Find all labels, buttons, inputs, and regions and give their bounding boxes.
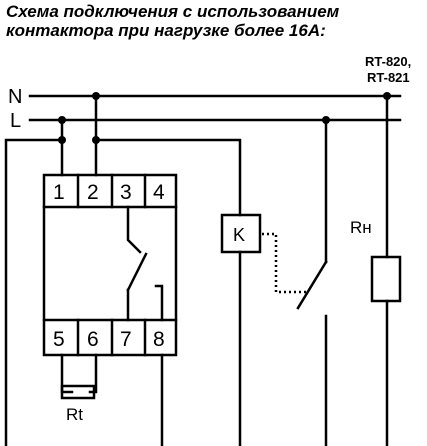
terminal-label-2: 2	[87, 181, 99, 204]
junction-dot	[58, 116, 66, 124]
sensor-wire-right	[88, 353, 98, 394]
load-resistor	[370, 255, 402, 303]
label-phase: L	[10, 110, 21, 132]
junction-dot	[322, 116, 330, 124]
terminal-label-5: 5	[53, 328, 65, 351]
label-neutral: N	[8, 86, 22, 108]
wire-coil-top	[94, 138, 242, 217]
wire-left-loop	[4, 138, 64, 446]
terminal-label-7: 7	[120, 328, 132, 351]
mechanical-link-dotted	[262, 232, 306, 294]
junction-dot	[92, 136, 100, 144]
junction-dot	[58, 136, 66, 144]
junction-dot	[383, 92, 391, 100]
terminal-label-1: 1	[53, 181, 65, 204]
junction-dot	[92, 92, 100, 100]
sensor-rt-resistor	[60, 384, 96, 400]
sensor-label: Rt	[66, 405, 83, 424]
title-line-1: Схема подключения с использованием	[6, 2, 340, 21]
relay-contact-switch	[126, 252, 148, 292]
terminal-label-3: 3	[120, 181, 132, 204]
terminal-label-8: 8	[153, 328, 165, 351]
device-models-line-1: RT-820,	[365, 54, 411, 69]
contactor-coil	[220, 213, 262, 254]
terminal-label-6: 6	[87, 328, 99, 351]
relay-body	[42, 173, 178, 357]
contactor-main-contact	[296, 260, 328, 310]
load-label: Rн	[350, 218, 372, 237]
device-models-line-2: RT-821	[367, 70, 410, 85]
contactor-coil-label: K	[233, 225, 245, 245]
relay-contact-bottom	[154, 284, 164, 322]
terminal-label-4: 4	[153, 181, 165, 204]
relay-contact-top	[126, 205, 142, 254]
title-line-2: контактора при нагрузке более 16А:	[6, 21, 326, 40]
